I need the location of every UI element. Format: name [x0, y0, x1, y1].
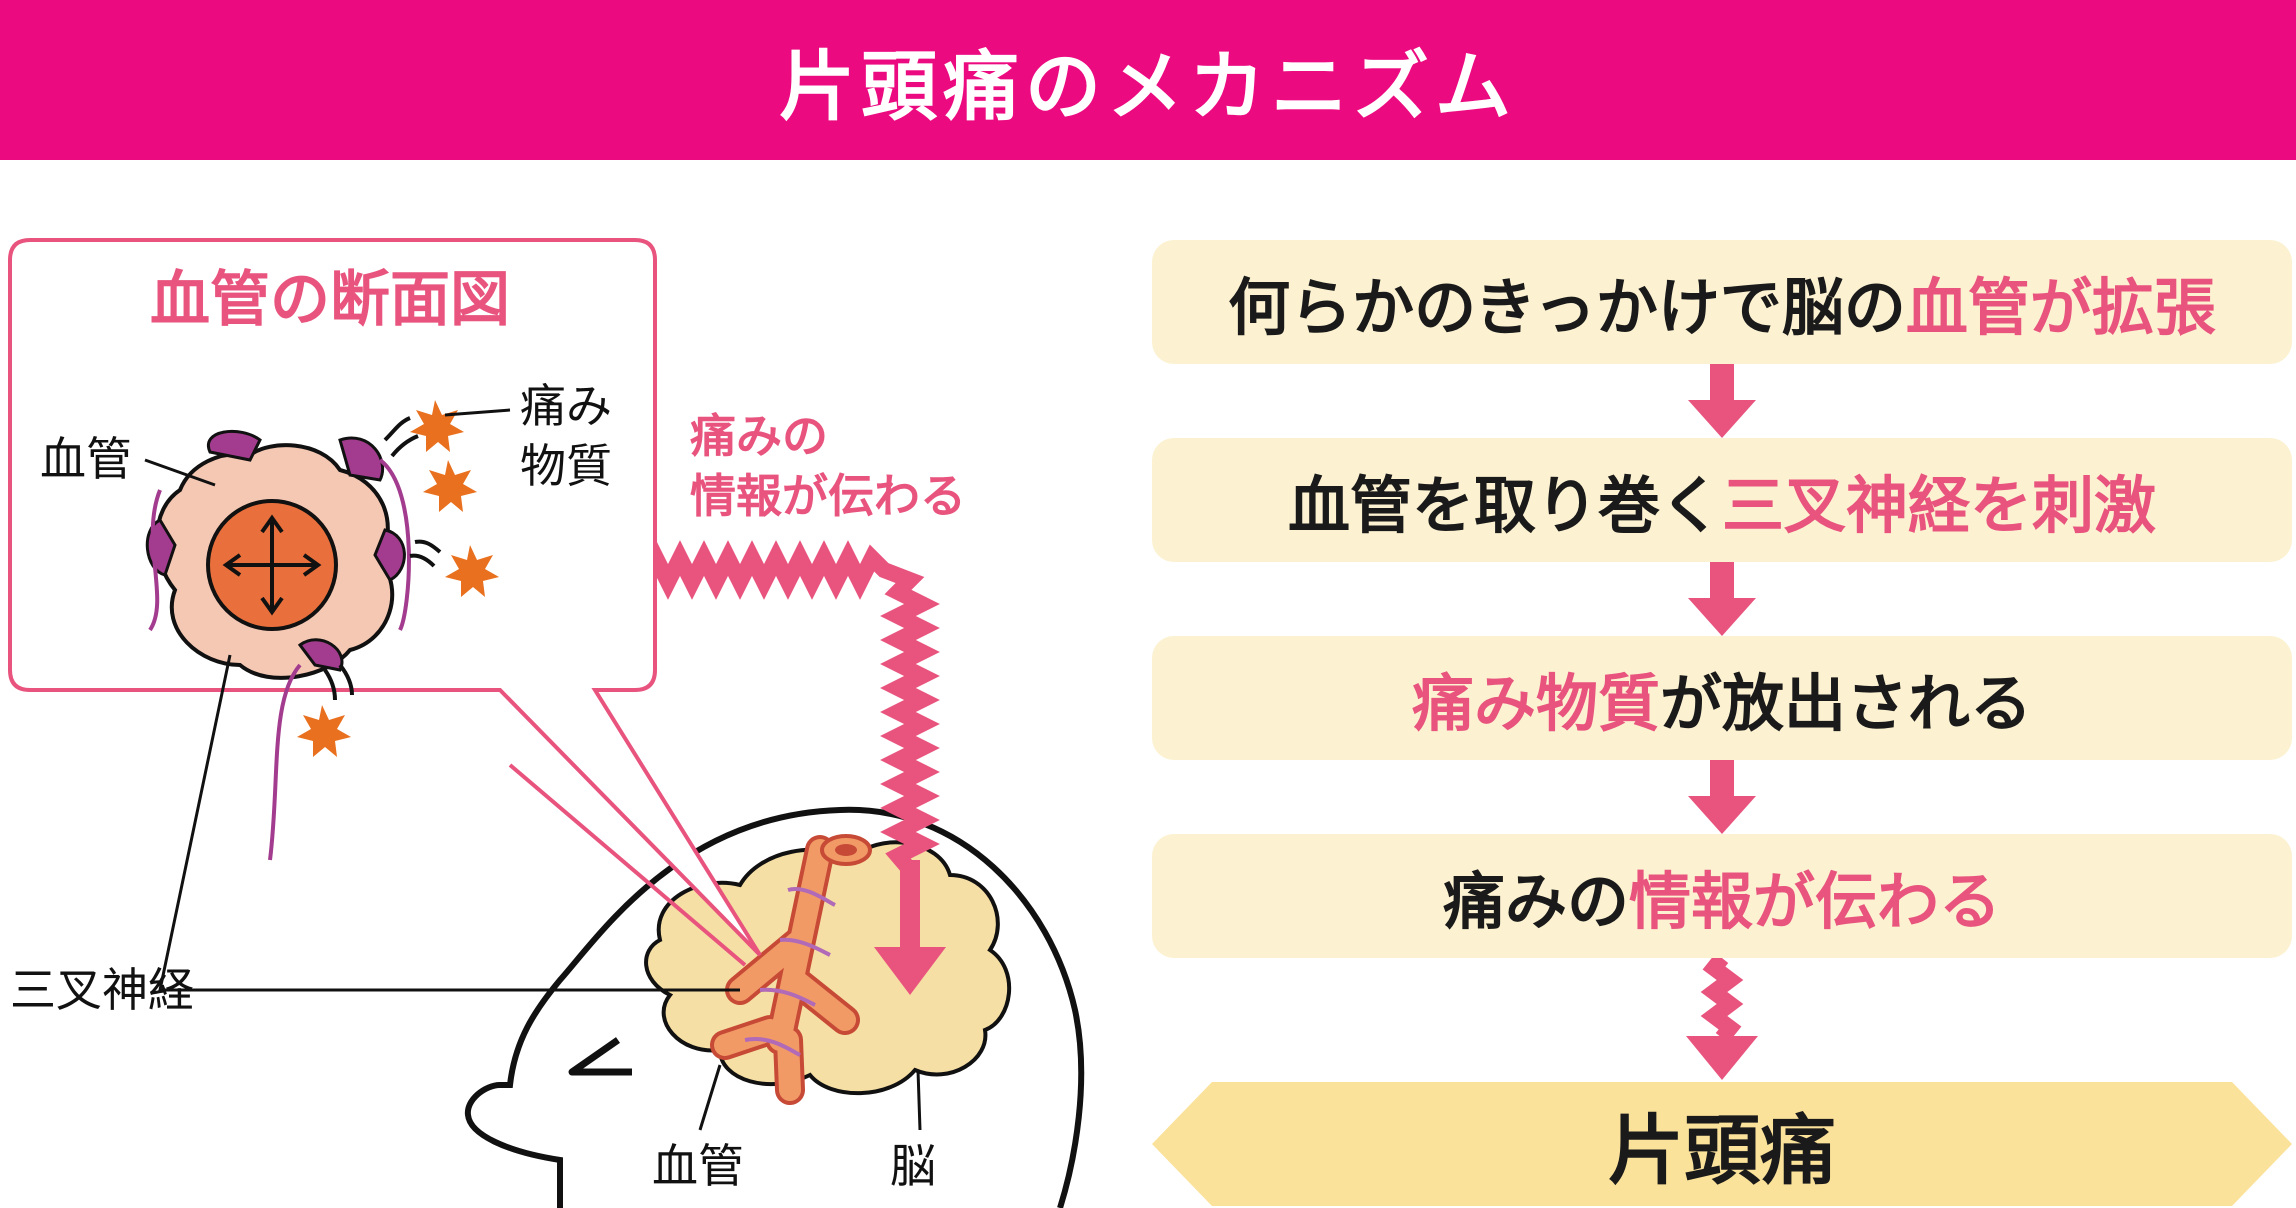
label-pain-substance-line2: 物質 [520, 439, 612, 493]
zigzag-arrow-down-icon [1686, 958, 1758, 1080]
label-leader-lines [144, 408, 922, 1131]
step-2-text: 血管を取り巻く [1287, 469, 1722, 542]
flow-arrow-down-icon [1688, 760, 1756, 834]
label-trigeminal: 三叉神経 [10, 963, 194, 1017]
inset-title: 血管の断面図 [150, 265, 510, 335]
label-vessel-brain: 血管 [652, 1139, 744, 1193]
result-text: 片頭痛 [1608, 1106, 1836, 1195]
mechanism-diagram: 血管の断面図 痛み 物質 血管 痛みの 情報が伝わる 三叉神経 血管 脳 [8, 238, 1085, 1208]
label-pain-substance-line1: 痛み [520, 379, 612, 433]
page-title: 片頭痛のメカニズム [779, 42, 1517, 131]
header-bar: 片頭痛のメカニズム [0, 0, 2296, 160]
label-info-line2: 情報が伝わる [690, 469, 966, 523]
label-vessel-inset: 血管 [40, 432, 132, 486]
step-3: 痛み物質が放出される [1152, 636, 2292, 760]
step-3-text: が放出される [1660, 667, 2033, 740]
label-info-line1: 痛みの [690, 409, 828, 463]
step-2: 血管を取り巻く三叉神経を刺激 [1152, 438, 2292, 562]
vessel-cross-section [145, 429, 411, 861]
step-1-highlight: 血管が拡張 [1905, 271, 2216, 344]
eye-mark [568, 1037, 632, 1076]
step-4: 痛みの情報が伝わる [1152, 834, 2292, 958]
result-box: 片頭痛 [1152, 1082, 2292, 1206]
step-1-text: 何らかのきっかけで脳の [1228, 271, 1906, 344]
step-4-highlight: 情報が伝わる [1629, 865, 2002, 938]
step-3-highlight: 痛み物質 [1411, 667, 1660, 740]
step-4-text: 痛みの [1442, 865, 1629, 938]
flow-arrow-down-icon [1688, 562, 1756, 636]
brain-vessel [710, 834, 872, 1105]
step-2-highlight: 三叉神経を刺激 [1722, 469, 2157, 542]
flow-arrow-down-icon [1688, 364, 1756, 438]
step-1: 何らかのきっかけで脳の血管が拡張 [1152, 240, 2292, 364]
label-brain: 脳 [890, 1139, 936, 1193]
motion-lines [323, 416, 442, 701]
pain-substance-star [297, 400, 499, 757]
